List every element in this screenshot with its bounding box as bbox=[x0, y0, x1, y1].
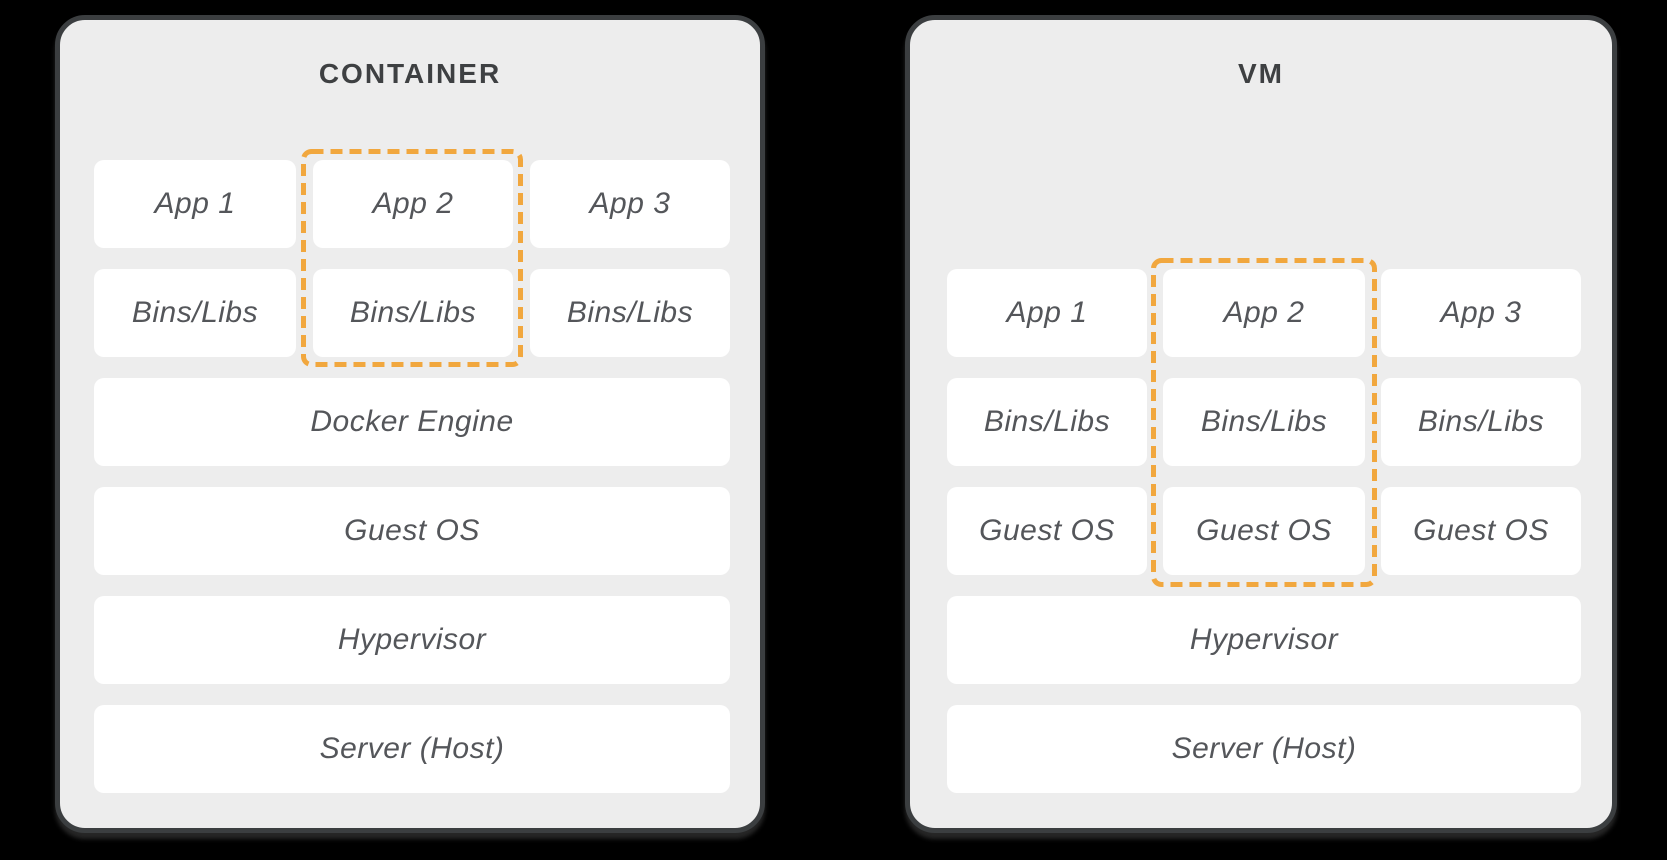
vm-bins-libs-box-2: Bins/Libs bbox=[1163, 378, 1365, 466]
vm-panel: VM App 1 App 2 App 3 Bins/Libs Bins/Libs… bbox=[905, 15, 1617, 833]
vm-bins-libs-box-1: Bins/Libs bbox=[947, 378, 1147, 466]
vm-guest-os-box-2: Guest OS bbox=[1163, 487, 1365, 575]
container-app-2-box: App 2 bbox=[313, 160, 513, 248]
container-panel-title: CONTAINER bbox=[318, 58, 502, 89]
vm-guest-os-box-1: Guest OS bbox=[947, 487, 1147, 575]
container-app-3-box: App 3 bbox=[530, 160, 730, 248]
vm-bins-libs-box-3: Bins/Libs bbox=[1381, 378, 1581, 466]
vm-app-3-box: App 3 bbox=[1381, 269, 1581, 357]
container-bins-libs-box-2: Bins/Libs bbox=[313, 269, 513, 357]
vm-panel-title: VM bbox=[1238, 58, 1284, 89]
container-hypervisor-box: Hypervisor bbox=[94, 596, 730, 684]
container-app-1-box: App 1 bbox=[94, 160, 296, 248]
container-server-host-box: Server (Host) bbox=[94, 705, 730, 793]
container-bins-libs-box-3: Bins/Libs bbox=[530, 269, 730, 357]
vm-guest-os-box-3: Guest OS bbox=[1381, 487, 1581, 575]
container-guest-os-box: Guest OS bbox=[94, 487, 730, 575]
docker-engine-box: Docker Engine bbox=[94, 378, 730, 466]
vm-app-1-box: App 1 bbox=[947, 269, 1147, 357]
vm-app-2-box: App 2 bbox=[1163, 269, 1365, 357]
vm-server-host-box: Server (Host) bbox=[947, 705, 1581, 793]
container-panel: CONTAINER App 1 App 2 App 3 Bins/Libs Bi… bbox=[55, 15, 765, 833]
vm-hypervisor-box: Hypervisor bbox=[947, 596, 1581, 684]
container-bins-libs-box-1: Bins/Libs bbox=[94, 269, 296, 357]
